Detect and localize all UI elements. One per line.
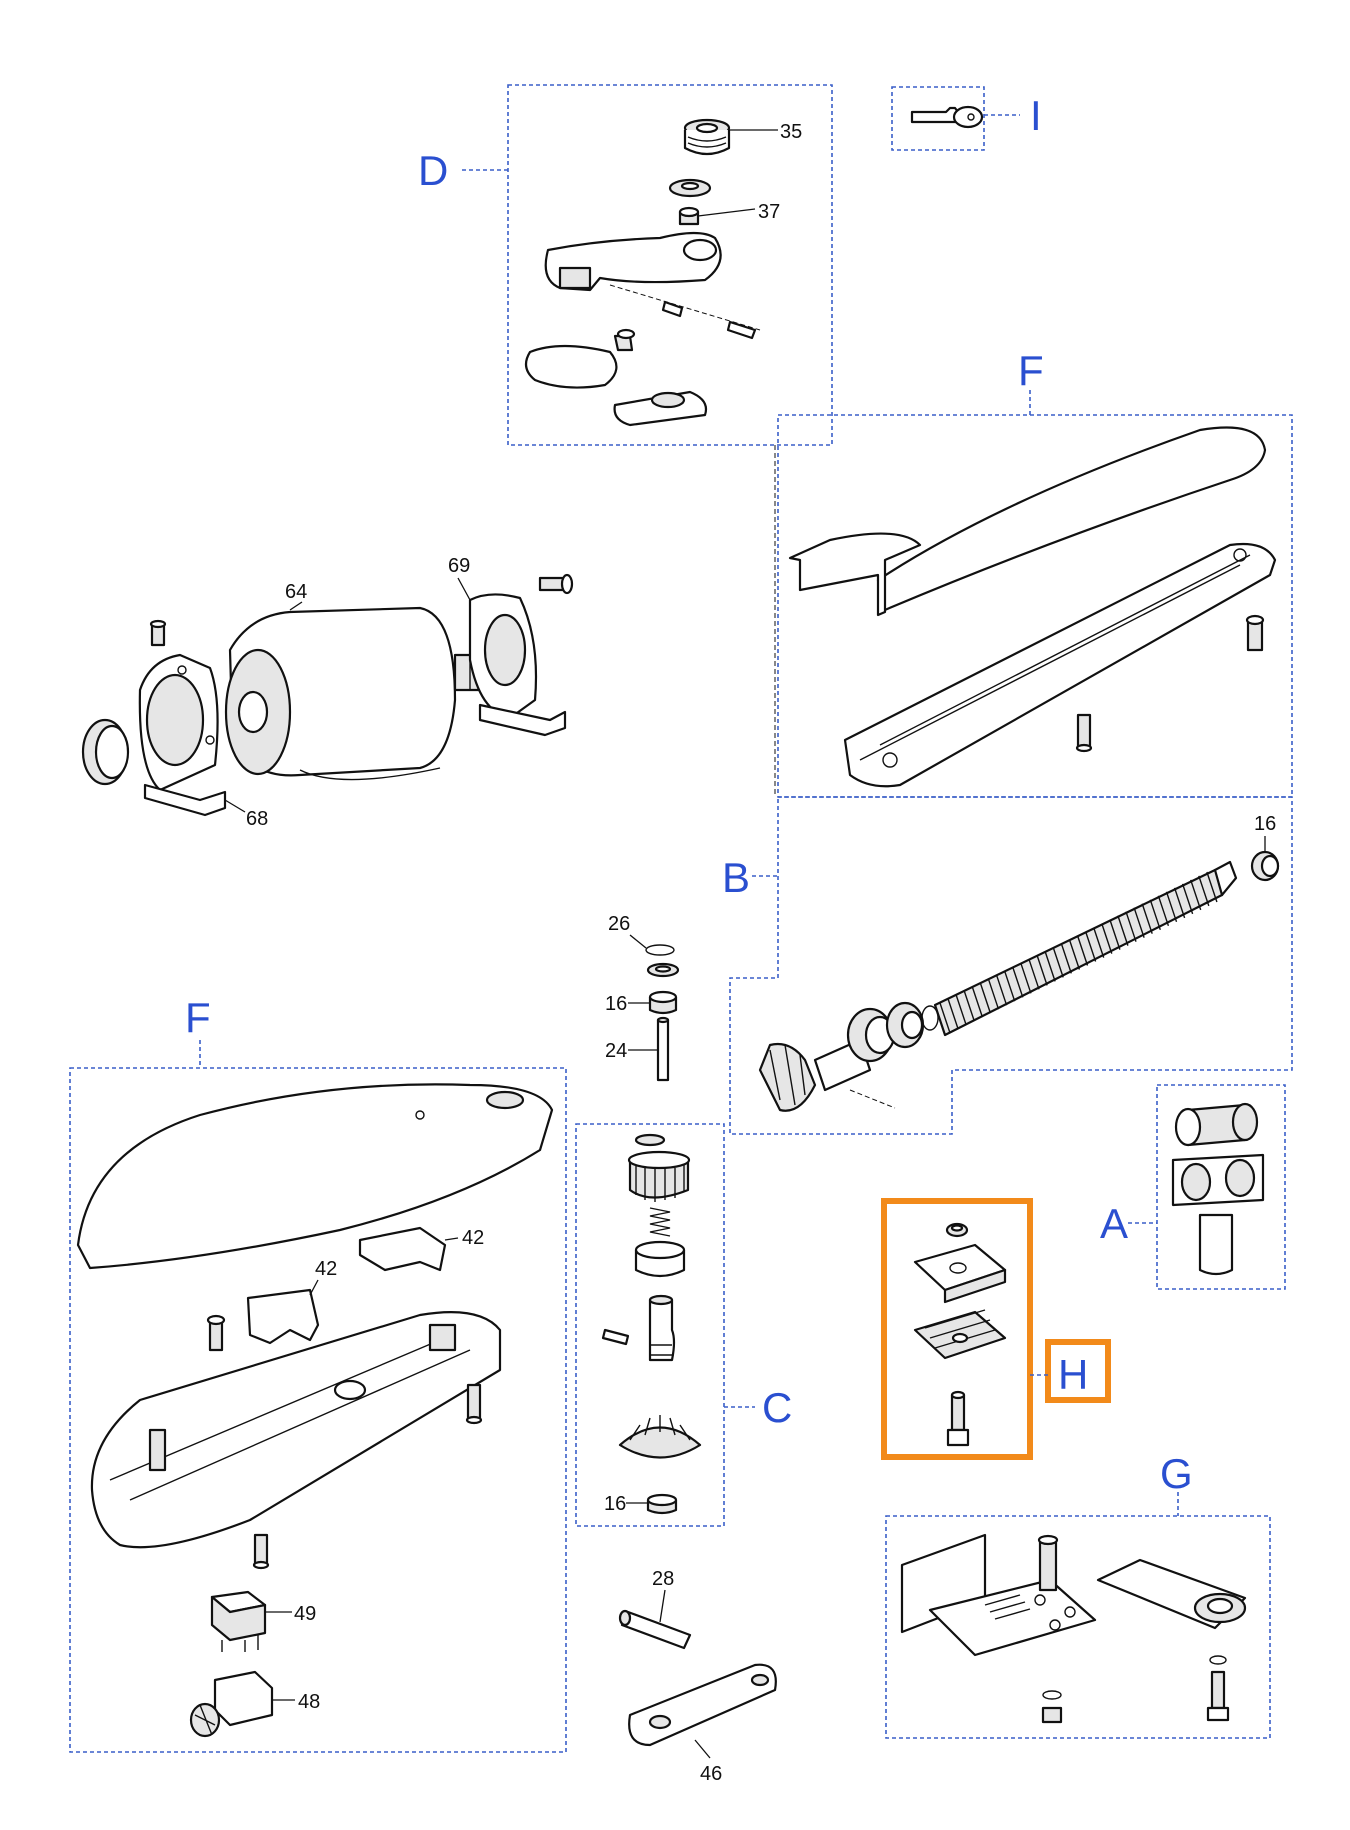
section-g-border: [885, 1515, 1271, 1739]
section-a-border: [1156, 1084, 1286, 1290]
part-number-48: 48: [298, 1691, 320, 1713]
key-icon: [910, 105, 984, 129]
c-bevel-gear: [618, 1415, 702, 1459]
section-h-highlight: [881, 1198, 1033, 1460]
g-nut-washer: [1041, 1690, 1063, 1724]
part-number-64: 64: [285, 581, 307, 603]
part-37-nut: [678, 206, 700, 226]
part-28-pin: [618, 1609, 692, 1650]
part-number-35: 35: [780, 121, 802, 143]
section-h-label-box: [1045, 1339, 1111, 1403]
c-spring: [649, 1207, 671, 1237]
motor-screw: [149, 619, 167, 647]
part-16-bushing: [1250, 850, 1280, 882]
part-46-lever: [628, 1663, 777, 1747]
motor-end-plate-68: [138, 653, 227, 817]
part-number-28: 28: [652, 1568, 674, 1590]
part-number-24: 24: [605, 1040, 627, 1062]
section-f-left-border: [69, 1067, 567, 1753]
motor-bolt: [538, 573, 574, 595]
g-wall-plate: [900, 1533, 1097, 1657]
housing-screw-b: [1075, 713, 1093, 753]
washer-part: [668, 178, 712, 198]
circlip-part: [921, 1005, 939, 1031]
housing-cover-part: [788, 426, 1267, 617]
part-35-cap: [683, 118, 731, 156]
bearing-part: [846, 1001, 925, 1063]
housing-base-part: [843, 542, 1277, 788]
control-box-base: [90, 1311, 502, 1549]
part-number-69: 69: [448, 555, 470, 577]
section-letter-b: B: [722, 854, 750, 901]
section-letter-a: A: [1100, 1200, 1128, 1247]
section-letter-i: I: [1030, 92, 1042, 139]
section-c-border: [575, 1123, 725, 1527]
housing-screw-d: [465, 1383, 483, 1425]
c-pinion-shaft: [601, 1294, 676, 1362]
section-i-border: [891, 86, 985, 151]
g-arm-plate: [1096, 1558, 1247, 1630]
housing-screw-a: [1245, 614, 1265, 652]
c-bushing: [634, 1240, 686, 1278]
section-letter-g: G: [1160, 1450, 1193, 1497]
part-number-16-top: 16: [1254, 813, 1276, 835]
part-number-16-a: 16: [605, 993, 627, 1015]
a-fork-bracket: [1171, 1153, 1265, 1276]
part-number-16-c: 16: [604, 1493, 626, 1515]
cover-part: [524, 328, 636, 389]
c-bushing-16: [646, 1493, 678, 1515]
part-number-68: 68: [246, 808, 268, 830]
c-spur-gear: [627, 1150, 691, 1202]
section-letter-h: H: [1058, 1351, 1088, 1398]
part-42-clip-b: [246, 1288, 320, 1345]
section-letter-f-top: F: [1018, 347, 1044, 394]
part-number-46: 46: [700, 1763, 722, 1785]
section-d-border: [507, 84, 833, 446]
washer-small: [646, 962, 680, 978]
section-letter-d: D: [418, 147, 448, 194]
a-bushing: [1174, 1102, 1259, 1147]
g-bolt-top: [1037, 1534, 1059, 1592]
part-number-26: 26: [608, 913, 630, 935]
part-number-42-a: 42: [462, 1227, 484, 1249]
motor-seal-ring: [81, 718, 130, 786]
part-number-42-b: 42: [315, 1258, 337, 1280]
g-bolt-bottom: [1206, 1655, 1230, 1722]
part-42-clip-a: [358, 1226, 447, 1272]
part-49-terminal-block: [210, 1590, 267, 1652]
housing-screw-c: [206, 1314, 226, 1352]
part-number-37: 37: [758, 201, 780, 223]
section-b-border: [729, 796, 1293, 1135]
part-26-oring: [645, 944, 675, 956]
housing-screw-e: [252, 1533, 270, 1570]
section-letter-c: C: [762, 1384, 792, 1431]
part-48-connector: [189, 1670, 274, 1738]
section-letter-f-left: F: [185, 994, 211, 1041]
h-top-plate: [913, 1243, 1007, 1304]
release-lever-part: [544, 231, 761, 340]
worm-screw-part: [933, 860, 1238, 1037]
part-16-bushing-a: [648, 990, 678, 1015]
motor-end-plate-69: [468, 593, 567, 737]
motor-body-64: [224, 606, 457, 781]
part-24-pin: [656, 1016, 670, 1082]
h-nut: [945, 1222, 969, 1238]
h-bottom-plate: [913, 1309, 1007, 1360]
h-bolt: [946, 1390, 970, 1447]
part-number-49: 49: [294, 1603, 316, 1625]
control-box-cover: [76, 1083, 554, 1270]
lock-body-part: [613, 390, 708, 427]
c-washer: [634, 1133, 666, 1147]
